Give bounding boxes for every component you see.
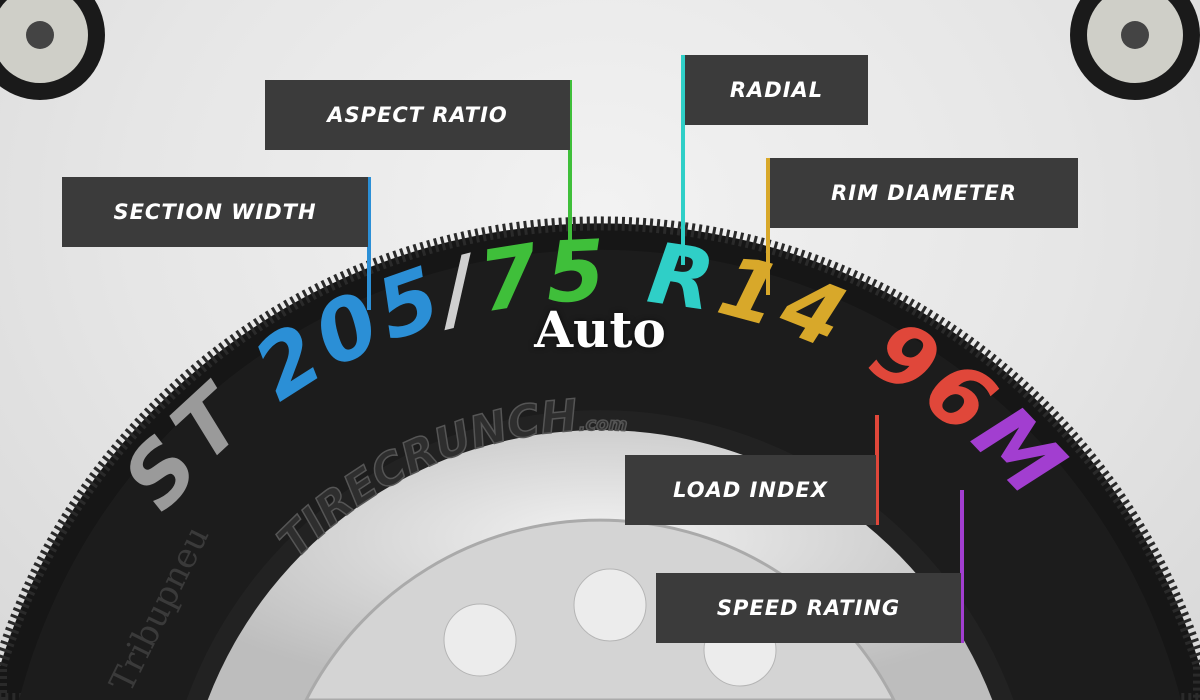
load-index-pointer bbox=[875, 415, 879, 525]
rim-diameter-label: RIM DIAMETER bbox=[770, 158, 1078, 228]
overlay-title: Auto bbox=[534, 300, 666, 359]
code-aspect: 75 bbox=[473, 222, 644, 332]
radial-label: RADIAL bbox=[685, 55, 868, 125]
speed-rating-pointer bbox=[960, 490, 964, 643]
load-index-label: LOAD INDEX bbox=[625, 455, 876, 525]
corner-tire-right bbox=[1070, 0, 1200, 100]
aspect-ratio-label: ASPECT RATIO bbox=[265, 80, 570, 150]
corner-tire-left bbox=[0, 0, 105, 100]
speed-rating-label: SPEED RATING bbox=[656, 573, 961, 643]
section-width-pointer bbox=[367, 177, 371, 310]
section-width-label: SECTION WIDTH bbox=[62, 177, 368, 247]
radial-pointer bbox=[681, 55, 685, 265]
aspect-ratio-pointer bbox=[568, 80, 572, 262]
rim-diameter-pointer bbox=[766, 158, 770, 295]
